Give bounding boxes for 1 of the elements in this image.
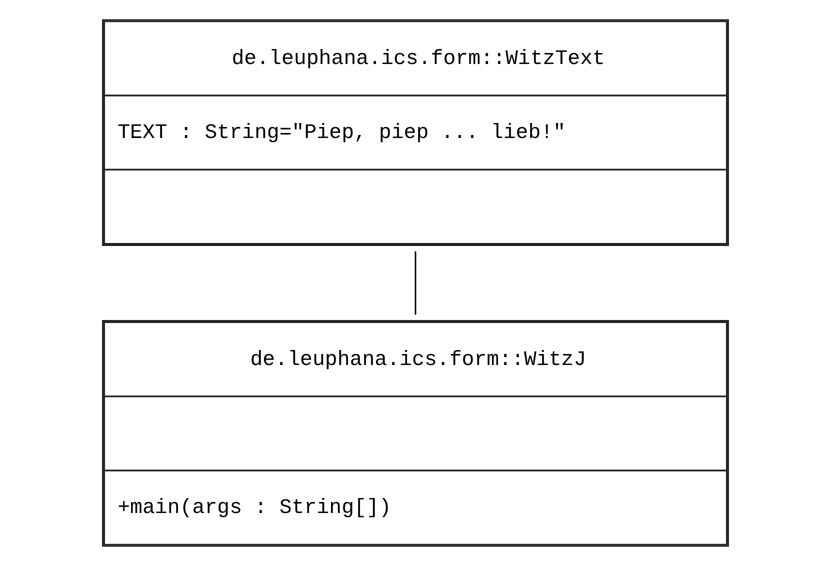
connector <box>414 251 416 315</box>
